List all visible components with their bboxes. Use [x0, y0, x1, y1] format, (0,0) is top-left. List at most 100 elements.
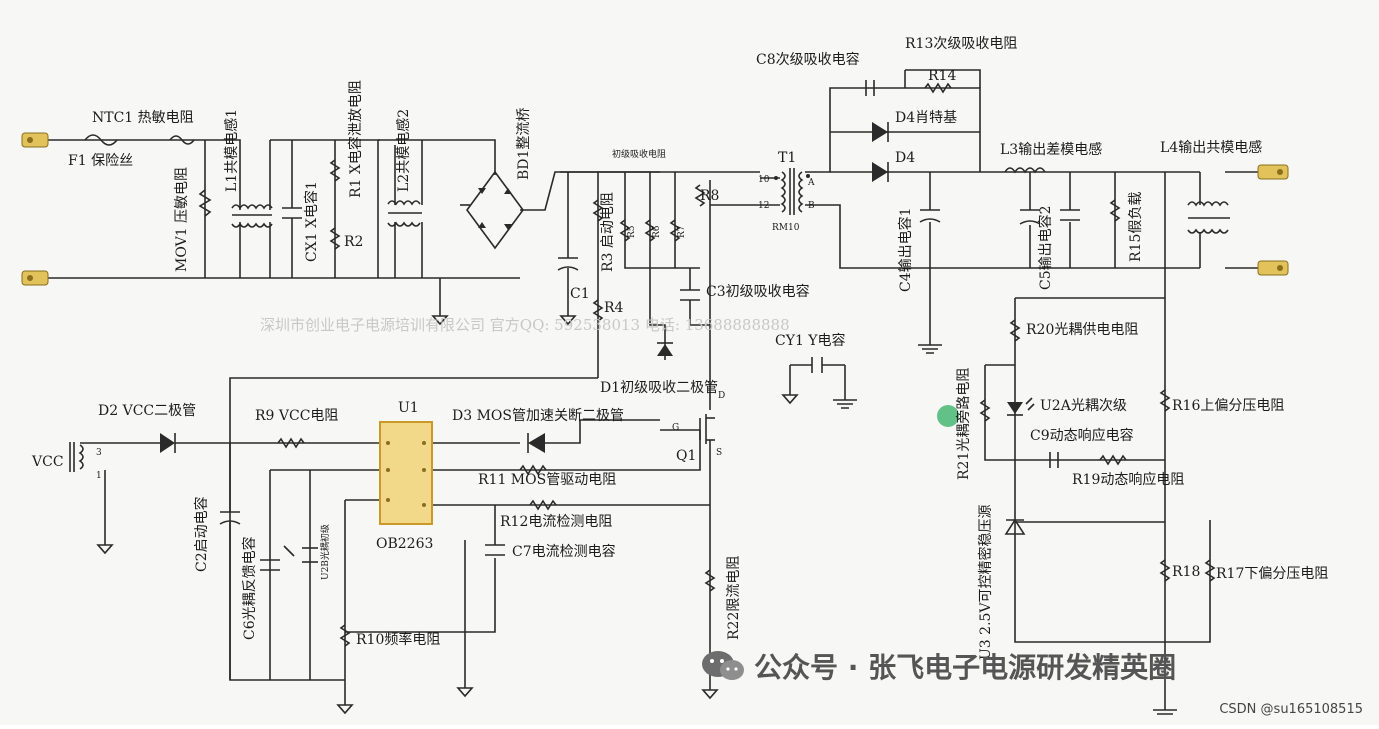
l2-choke-symbol — [387, 200, 422, 227]
d1-diode-symbol — [657, 342, 673, 356]
dc-output-terminal-negative — [1257, 260, 1289, 276]
c2-capacitor-symbol — [219, 511, 241, 525]
r6-resistor-symbol — [644, 219, 656, 242]
label-bd1: BD1整流桥 — [516, 108, 532, 180]
label-r18: R18 — [1172, 564, 1200, 580]
label-u2b: U2B光耦初级 — [319, 524, 331, 580]
wires — [48, 69, 1258, 710]
u2b-opto-symbol — [283, 545, 318, 563]
l4-choke-symbol — [1187, 201, 1230, 234]
label-r4: R4 — [604, 300, 624, 316]
label-cx1: CX1 X电容1 — [303, 181, 320, 262]
c1-capacitor-symbol — [557, 257, 579, 271]
label-pinA: A — [807, 178, 815, 188]
r7-resistor-symbol — [669, 219, 681, 242]
r19-resistor-symbol — [1099, 454, 1127, 466]
label-pin12: 12 — [758, 201, 769, 211]
r15-resistor-symbol — [1109, 199, 1121, 222]
r18-resistor-symbol — [1159, 559, 1171, 582]
cx1-capacitor-symbol — [282, 207, 302, 219]
c8-capacitor-symbol — [865, 80, 875, 96]
label-r11: R11 MOS管驱动电阻 — [478, 472, 616, 488]
label-d2: D2 VCC二极管 — [98, 403, 196, 419]
label-l4: L4输出共模电感 — [1160, 139, 1262, 156]
r1-resistor-symbol — [329, 159, 341, 182]
fuse-f1-symbol — [84, 134, 118, 146]
d2-diode-symbol — [160, 433, 176, 453]
ac-input-terminal-top — [21, 132, 49, 148]
l3-inductor-symbol — [1004, 167, 1046, 174]
vcc-aux-winding — [69, 442, 84, 472]
u3-tl431-symbol — [1004, 518, 1026, 535]
labels: NTC1 热敏电阻 F1 保险丝 MOV1 压敏电阻 L1共模电感1 CX1 X… — [31, 36, 1328, 660]
label-c9: C9动态响应电容 — [1030, 427, 1134, 444]
u1-ob2263-ic — [379, 421, 433, 525]
label-r9: R9 VCC电阻 — [255, 408, 338, 424]
d4-diode-symbol — [872, 162, 889, 182]
label-r15: R15假负载 — [1128, 192, 1144, 262]
label-r14: R14 — [928, 68, 956, 84]
mov1-symbol — [198, 189, 212, 217]
label-c1: C1 — [570, 286, 590, 302]
label-pinG: G — [672, 423, 679, 433]
t1-transformer-symbol — [774, 168, 810, 215]
r8-resistor-symbol — [694, 184, 706, 207]
d3-diode-symbol — [527, 433, 545, 453]
l1-choke-symbol — [231, 204, 273, 228]
r2-resistor-symbol — [329, 227, 341, 250]
label-r17: R17下偏分压电阻 — [1216, 566, 1328, 582]
c9-capacitor-symbol — [1049, 452, 1059, 468]
label-u3: U3 2.5V可控精密稳压源 — [977, 504, 994, 660]
cy1-capacitor-symbol — [811, 357, 823, 373]
label-pin3: 3 — [96, 448, 102, 458]
label-pinS: S — [716, 448, 722, 458]
label-r20: R20光耦供电电阻 — [1026, 322, 1138, 338]
label-pinB: B — [808, 201, 815, 211]
r3-resistor-symbol — [592, 199, 604, 222]
label-r8: R8 — [700, 188, 719, 204]
label-d1: D1初级吸收二极管 — [600, 379, 718, 396]
label-r3: R3 启动电阻 — [600, 192, 616, 272]
r20-resistor-symbol — [1009, 319, 1021, 342]
label-r6: R6 — [652, 225, 662, 238]
r11-resistor-symbol — [519, 464, 547, 476]
label-ntc1: NTC1 热敏电阻 — [92, 110, 194, 126]
watermark-text: 深圳市创业电子电源培训有限公司 官方QQ: 592538013 电话: 1368… — [260, 316, 790, 334]
label-rm10: RM10 — [772, 223, 800, 233]
label-t1: T1 — [778, 150, 796, 166]
r12-resistor-symbol — [529, 499, 557, 511]
label-r7: R7 — [677, 225, 687, 238]
ground-symbols — [96, 315, 1177, 715]
r4-resistor-symbol — [592, 299, 604, 322]
label-c8: C8次级吸收电容 — [756, 51, 860, 68]
r22-resistor-symbol — [704, 569, 716, 592]
label-pin1: 1 — [96, 471, 102, 481]
wechat-channel-name: 公众号 · 张飞电子电源研发精英圈 — [754, 651, 1177, 684]
label-l2: L2共模电感2 — [395, 109, 412, 192]
r16-resistor-symbol — [1159, 389, 1171, 412]
c7-capacitor-symbol — [485, 544, 505, 556]
wechat-icon — [702, 651, 744, 680]
label-r22: R22限流电阻 — [726, 556, 742, 640]
label-pin10: 10 — [758, 175, 770, 185]
label-f1: F1 保险丝 — [68, 153, 133, 169]
label-c7: C7电流检测电容 — [512, 543, 616, 560]
c5-capacitor-symbol — [1019, 209, 1041, 225]
label-r2: R2 — [344, 234, 363, 250]
label-cy1: CY1 Y电容 — [775, 332, 846, 349]
wechat-overlay: 公众号 · 张飞电子电源研发精英圈 — [700, 646, 1176, 686]
r17-resistor-symbol — [1204, 559, 1216, 582]
label-d4: D4 — [895, 150, 915, 166]
ac-input-terminal-bottom — [21, 270, 49, 286]
label-r5: R5 — [627, 225, 637, 238]
dc-output-terminal-positive — [1257, 164, 1289, 180]
label-c3: C3初级吸收电容 — [706, 283, 810, 300]
u2a-opto-symbol — [1007, 397, 1035, 416]
d4-schottky-symbol — [872, 122, 889, 142]
label-c5: C5输出电容2 — [1037, 205, 1054, 290]
r10-resistor-symbol — [339, 624, 351, 647]
label-mov1: MOV1 压敏电阻 — [174, 167, 190, 272]
label-r19: R19动态响应电阻 — [1072, 471, 1184, 488]
r14-resistor-symbol — [924, 82, 952, 94]
